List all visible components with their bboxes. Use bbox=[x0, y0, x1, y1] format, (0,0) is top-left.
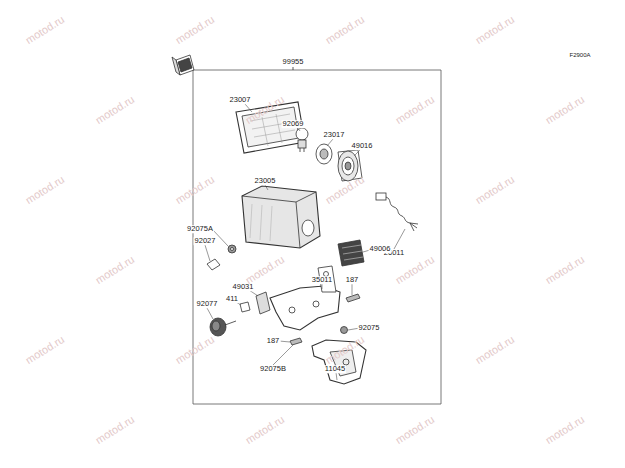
watermark: motod.ru bbox=[24, 334, 67, 366]
wiring-harness bbox=[376, 193, 418, 231]
watermark: motod.ru bbox=[24, 14, 67, 46]
watermark: motod.ru bbox=[544, 94, 587, 126]
callout-number: 92077 bbox=[196, 300, 219, 308]
callout-number: 92075B bbox=[259, 365, 287, 373]
watermark: motod.ru bbox=[244, 414, 287, 446]
adjust-knob bbox=[210, 318, 236, 336]
callout-number: 411 bbox=[225, 295, 239, 303]
kit-frame bbox=[193, 70, 441, 404]
watermark: motod.ru bbox=[94, 414, 137, 446]
watermark: motod.ru bbox=[394, 94, 437, 126]
callout-number: 11045 bbox=[324, 365, 346, 373]
watermark: motod.ru bbox=[94, 94, 137, 126]
headlight-housing bbox=[242, 186, 320, 248]
fasteners bbox=[207, 245, 236, 270]
watermark: motod.ru bbox=[394, 254, 437, 286]
bulb-socket bbox=[316, 144, 332, 164]
leader-line bbox=[205, 104, 405, 380]
kit-icon bbox=[172, 55, 194, 75]
watermark: motod.ru bbox=[324, 334, 367, 366]
callout-number: F2900A bbox=[568, 52, 591, 58]
watermark: motod.ru bbox=[474, 334, 517, 366]
watermark: motod.ru bbox=[24, 174, 67, 206]
callout-number: 92069 bbox=[282, 120, 305, 128]
callout-number: 99955 bbox=[282, 58, 305, 66]
watermark: motod.ru bbox=[544, 414, 587, 446]
leader-line bbox=[293, 67, 294, 70]
mount-bracket bbox=[270, 266, 340, 330]
callout-number: 92075A bbox=[186, 225, 214, 233]
callout-number: 23017 bbox=[323, 131, 346, 139]
callout-number: 23007 bbox=[229, 96, 252, 104]
watermark: motod.ru bbox=[174, 174, 217, 206]
callout-number: 187 bbox=[266, 337, 281, 345]
spacer-plate bbox=[240, 292, 270, 314]
callout-number: 92027 bbox=[194, 237, 217, 245]
callout-number: 35011 bbox=[311, 276, 333, 284]
grommet bbox=[338, 240, 364, 266]
bolt bbox=[290, 294, 360, 345]
watermark: motod.ru bbox=[94, 254, 137, 286]
watermark: motod.ru bbox=[324, 14, 367, 46]
callout-number: 49006 bbox=[369, 245, 392, 253]
watermark: motod.ru bbox=[174, 14, 217, 46]
watermark: motod.ru bbox=[544, 254, 587, 286]
callout-number: 49016 bbox=[351, 142, 374, 150]
watermark: motod.ru bbox=[324, 174, 367, 206]
watermark: motod.ru bbox=[174, 334, 217, 366]
nut bbox=[341, 327, 348, 334]
watermark: motod.ru bbox=[244, 254, 287, 286]
callout-number: 92075 bbox=[358, 324, 381, 332]
callout-number: 23005 bbox=[254, 177, 277, 185]
callout-number: 187 bbox=[345, 276, 360, 284]
bulb bbox=[296, 128, 308, 152]
watermark: motod.ru bbox=[474, 14, 517, 46]
watermark: motod.ru bbox=[394, 414, 437, 446]
watermark: motod.ru bbox=[474, 174, 517, 206]
